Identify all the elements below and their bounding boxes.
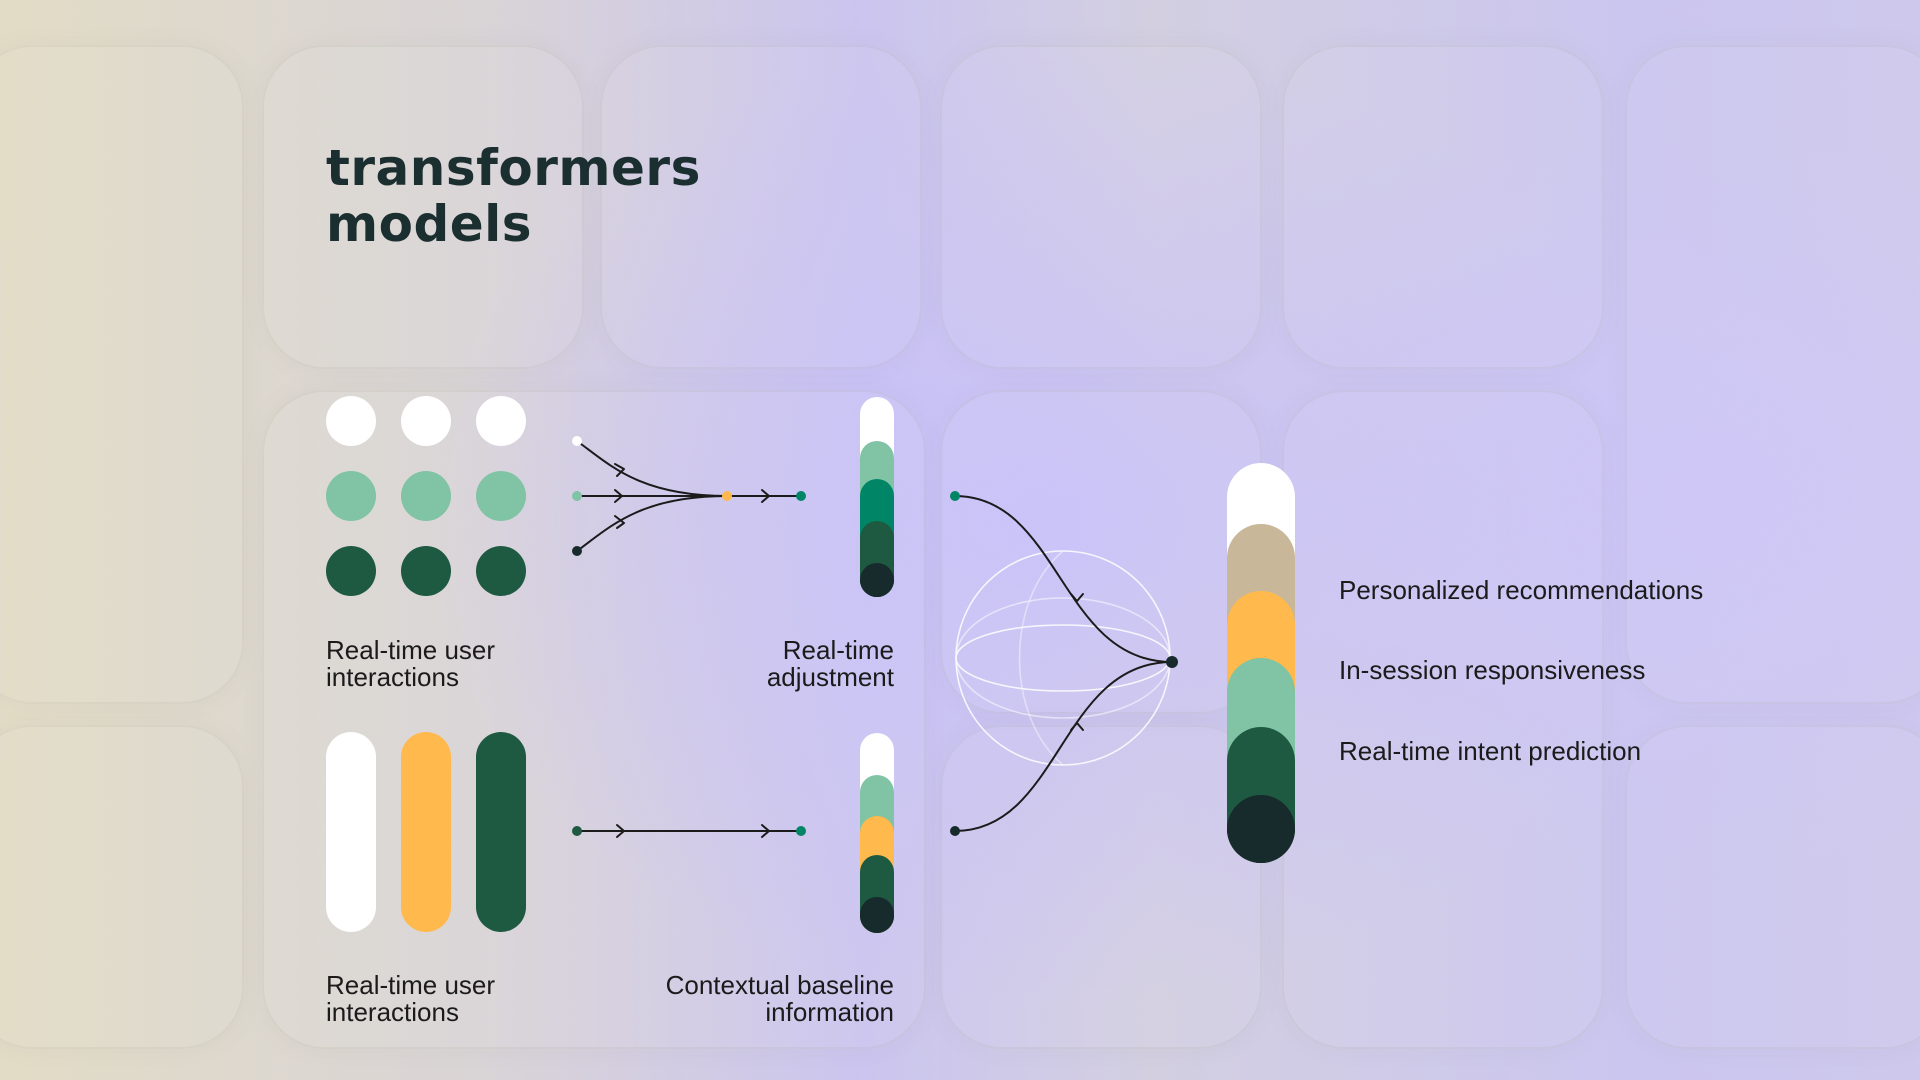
input-top-label-line1: Real-time user xyxy=(326,635,496,665)
flow-node-dark xyxy=(572,546,582,556)
flow-line-bottom xyxy=(576,495,728,552)
chevron-arrow-icon xyxy=(1070,593,1084,602)
converge-start-node xyxy=(950,826,960,836)
globe-wireframe-icon xyxy=(955,550,1171,766)
background-card xyxy=(0,725,244,1049)
interaction-pill-columns xyxy=(326,732,526,932)
token-dot-mint xyxy=(326,471,376,521)
pill-forest xyxy=(476,732,526,932)
flow-start-node xyxy=(572,826,582,836)
background-card xyxy=(1282,45,1604,369)
flow-line-top xyxy=(576,440,728,497)
background-card xyxy=(1625,725,1920,1049)
input-top-label: Real-time user interactions xyxy=(326,637,495,691)
chevron-arrow-icon xyxy=(761,824,770,838)
flow-end-node xyxy=(796,491,806,501)
chevron-arrow-icon xyxy=(616,824,625,838)
converge-start-node xyxy=(950,491,960,501)
baseline-stacked-bar xyxy=(860,733,894,933)
token-dot-forest xyxy=(476,546,526,596)
input-top-label-line2: interactions xyxy=(326,662,459,692)
background-card xyxy=(940,45,1262,369)
background-card xyxy=(940,725,1262,1049)
background-card xyxy=(1625,45,1920,704)
output-stacked-bar xyxy=(1227,463,1295,863)
converge-line-top xyxy=(954,495,1173,663)
chevron-arrow-icon xyxy=(1070,722,1084,731)
token-dot-forest xyxy=(326,546,376,596)
chevron-arrow-icon xyxy=(614,515,625,529)
page-title-line2: models xyxy=(326,195,533,253)
background-card xyxy=(600,45,922,369)
stage-bottom-label-line2: information xyxy=(765,997,894,1027)
input-bottom-label-line1: Real-time user xyxy=(326,970,496,1000)
token-dot-white xyxy=(476,396,526,446)
converge-line-bottom xyxy=(954,661,1173,832)
stage-top-label-line1: Real-time xyxy=(782,635,894,665)
background-card xyxy=(1282,390,1604,1049)
chevron-arrow-icon xyxy=(761,489,770,503)
token-dot-white xyxy=(326,396,376,446)
input-bottom-label-line2: interactions xyxy=(326,997,459,1027)
background-card xyxy=(940,390,1262,714)
output-label-recommendations: Personalized recommendations xyxy=(1339,575,1704,605)
stage-top-label: Real-time adjustment xyxy=(767,637,894,691)
converge-end-node xyxy=(1166,656,1178,668)
merge-flow xyxy=(576,440,801,552)
adjustment-stacked-bar xyxy=(860,397,894,597)
background-card xyxy=(0,45,244,704)
merge-flow-arrows xyxy=(614,463,770,529)
page-title: transformers models xyxy=(326,140,701,252)
flow-node-mint xyxy=(572,491,582,501)
flow-merge-node xyxy=(722,491,732,501)
output-label-responsiveness: In-session responsiveness xyxy=(1339,655,1646,685)
chevron-arrow-icon xyxy=(614,489,623,503)
input-bottom-label: Real-time user interactions xyxy=(326,972,495,1026)
pill-amber xyxy=(401,732,451,932)
chevron-arrow-icon xyxy=(614,463,625,477)
stage-bottom-label: Contextual baseline information xyxy=(666,972,894,1026)
output-label-intent-prediction: Real-time intent prediction xyxy=(1339,736,1642,766)
interaction-dot-grid xyxy=(326,396,526,596)
pill-white xyxy=(326,732,376,932)
background-card xyxy=(262,45,584,369)
stage-bottom-label-line1: Contextual baseline xyxy=(665,970,894,1000)
token-dot-mint xyxy=(401,471,451,521)
flow-end-node xyxy=(796,826,806,836)
token-dot-white xyxy=(401,396,451,446)
token-dot-forest xyxy=(401,546,451,596)
token-dot-mint xyxy=(476,471,526,521)
page-title-line1: transformers xyxy=(326,139,701,197)
stage-top-label-line2: adjustment xyxy=(766,662,894,692)
converge-flow xyxy=(954,495,1173,832)
flow-node-white xyxy=(572,436,582,446)
